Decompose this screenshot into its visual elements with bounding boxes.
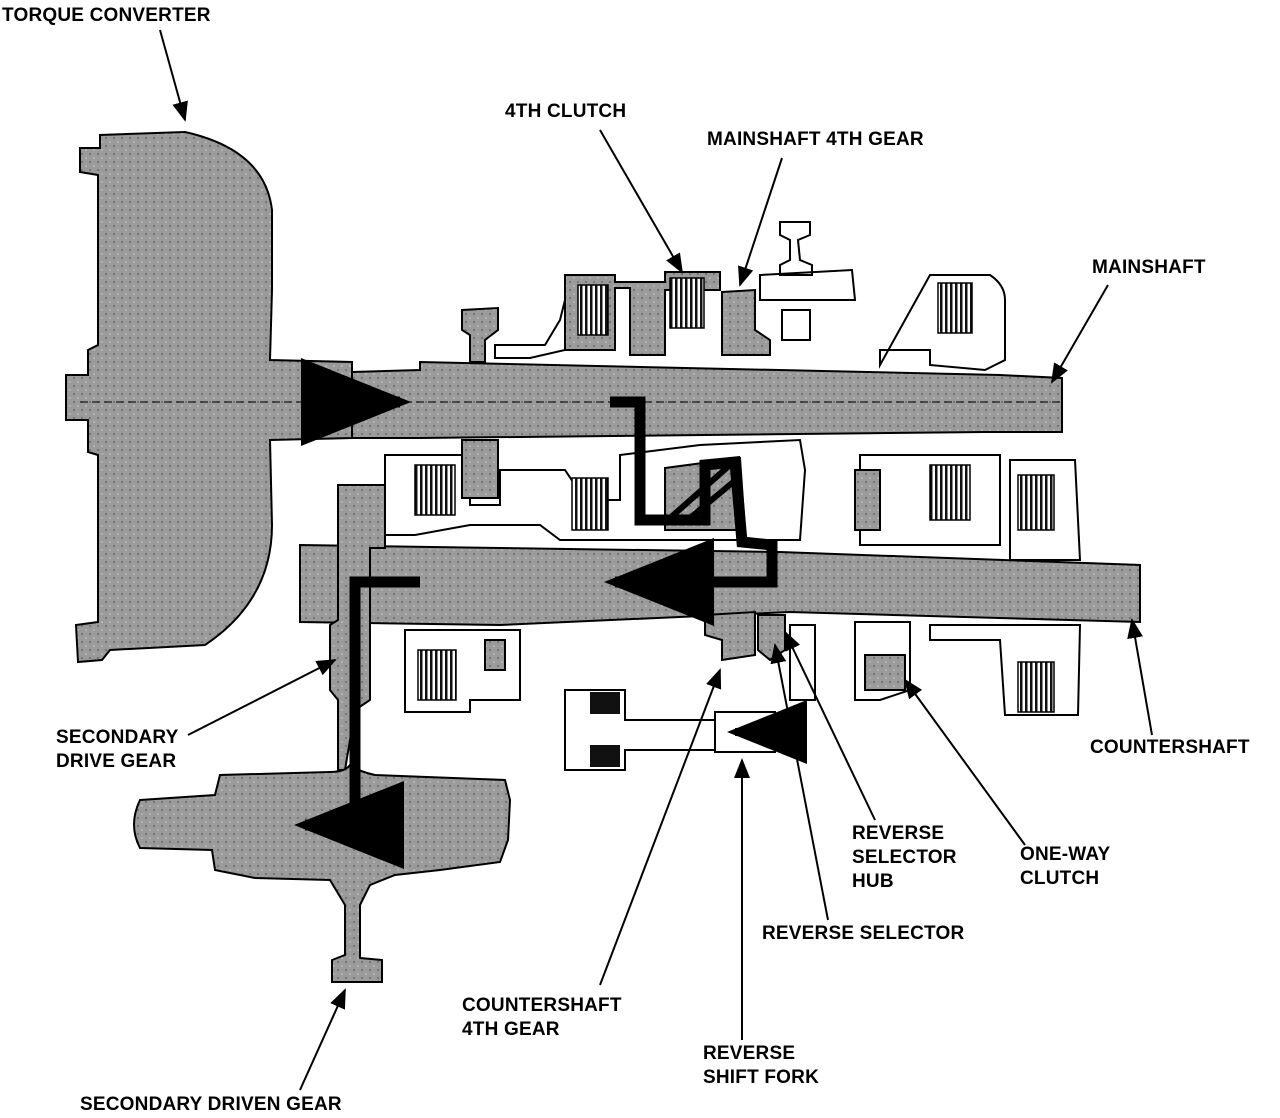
label-torque-converter: TORQUE CONVERTER xyxy=(2,5,211,26)
label-countershaft-fourth-gear: COUNTERSHAFT 4TH GEAR xyxy=(462,995,622,1040)
label-one-way-clutch: ONE-WAY CLUTCH xyxy=(1020,844,1111,889)
leader-lines xyxy=(159,29,1153,1091)
one-way-clutch xyxy=(854,621,911,701)
power-flow-path xyxy=(294,358,778,869)
label-secondary-driven-gear: SECONDARY DRIVEN GEAR xyxy=(80,1094,342,1115)
label-reverse-shift-fork: REVERSE SHIFT FORK xyxy=(703,1043,819,1088)
torque-converter xyxy=(65,130,353,664)
reverse-selector xyxy=(757,614,786,662)
label-secondary-drive-gear: SECONDARY DRIVE GEAR xyxy=(56,727,179,772)
mainshaft-body xyxy=(351,360,1063,439)
mainshaft-fourth-gear xyxy=(721,288,771,356)
mainshaft-right-clutch xyxy=(879,274,1006,372)
reverse-idler-gear xyxy=(779,221,813,276)
reverse-shift-fork xyxy=(564,689,716,771)
label-countershaft: COUNTERSHAFT xyxy=(1090,737,1250,758)
label-mainshaft: MAINSHAFT xyxy=(1092,257,1206,278)
label-mainshaft-fourth-gear: MAINSHAFT 4TH GEAR xyxy=(707,129,924,150)
label-reverse-selector: REVERSE SELECTOR xyxy=(762,923,965,944)
countershaft-fourth-gear xyxy=(704,610,756,662)
label-reverse-selector-hub: REVERSE SELECTOR HUB xyxy=(852,823,957,892)
secondary-driven-gear xyxy=(133,763,512,983)
label-fourth-clutch: 4TH CLUTCH xyxy=(505,101,627,122)
